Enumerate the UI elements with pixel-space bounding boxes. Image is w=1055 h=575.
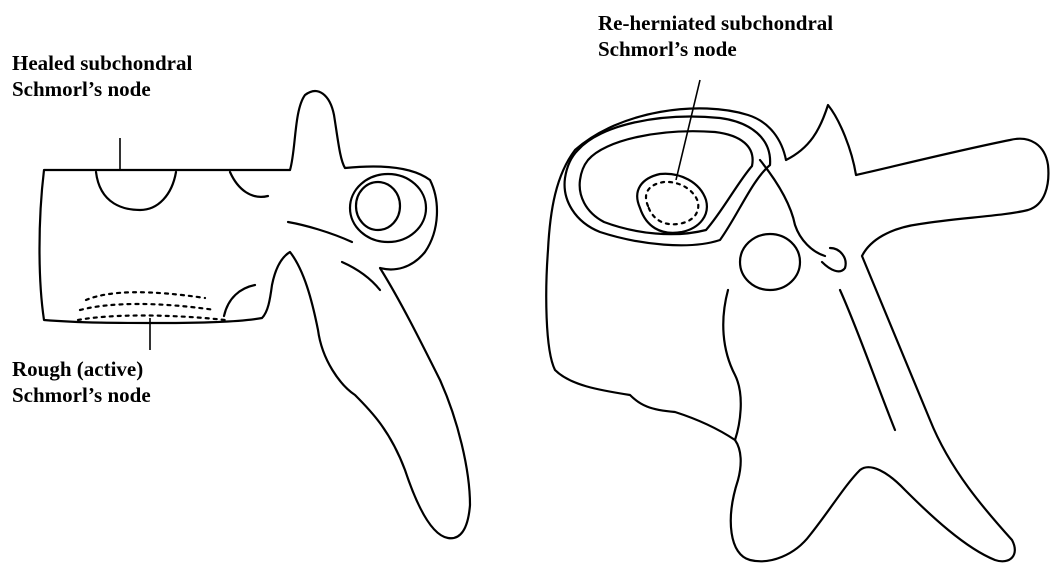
label-reherniated-line1: Re-herniated subchondral — [598, 10, 833, 36]
facet-notch — [822, 248, 846, 271]
label-healed-line1: Healed subchondral — [12, 50, 192, 76]
oblique-body-outline — [546, 105, 1048, 561]
label-reherniated: Re-herniated subchondral Schmorl’s node — [598, 10, 833, 62]
label-rough-line1: Rough (active) — [12, 356, 151, 382]
oblique-vertebra — [546, 80, 1048, 561]
spinous-line — [840, 290, 895, 430]
label-reherniated-line2: Schmorl’s node — [598, 36, 833, 62]
pedicle-line — [288, 222, 352, 242]
endplate-rim-outer — [565, 117, 771, 246]
superior-notch — [230, 172, 268, 197]
label-healed-line2: Schmorl’s node — [12, 76, 192, 102]
superior-articular-process — [760, 160, 825, 256]
reherniated-leader — [676, 80, 700, 180]
lateral-vertebra — [40, 91, 471, 538]
lamina-line — [342, 262, 380, 290]
transverse-line — [723, 290, 741, 440]
rough-schmorls-node-c — [78, 316, 225, 321]
rough-schmorls-node-b — [80, 304, 215, 310]
label-healed: Healed subchondral Schmorl’s node — [12, 50, 192, 102]
label-rough-line2: Schmorl’s node — [12, 382, 151, 408]
rough-schmorls-node-a — [86, 292, 205, 300]
superior-facet-inner — [356, 182, 400, 230]
label-rough: Rough (active) Schmorl’s node — [12, 356, 151, 408]
endplate-rim-inner — [580, 131, 753, 234]
articular-facet — [740, 234, 800, 290]
lateral-vertebra-outline — [40, 91, 471, 538]
healed-schmorls-node — [96, 172, 176, 210]
reherniated-node-dotted-rim — [646, 182, 698, 224]
inferior-notch — [224, 285, 255, 316]
